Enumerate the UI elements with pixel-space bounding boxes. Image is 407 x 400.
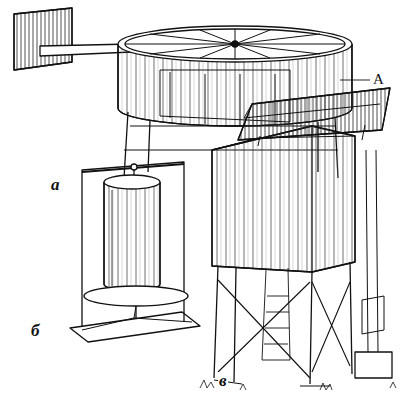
cylinder-evaporimeter (70, 162, 200, 342)
wall-panel (14, 8, 72, 70)
figure-letter: в (218, 372, 228, 389)
box-stand (200, 150, 396, 390)
part-label: А (372, 72, 385, 87)
evaporation-box (212, 88, 390, 272)
figure-letter: б (30, 322, 40, 339)
figure-letter: а (50, 176, 61, 193)
